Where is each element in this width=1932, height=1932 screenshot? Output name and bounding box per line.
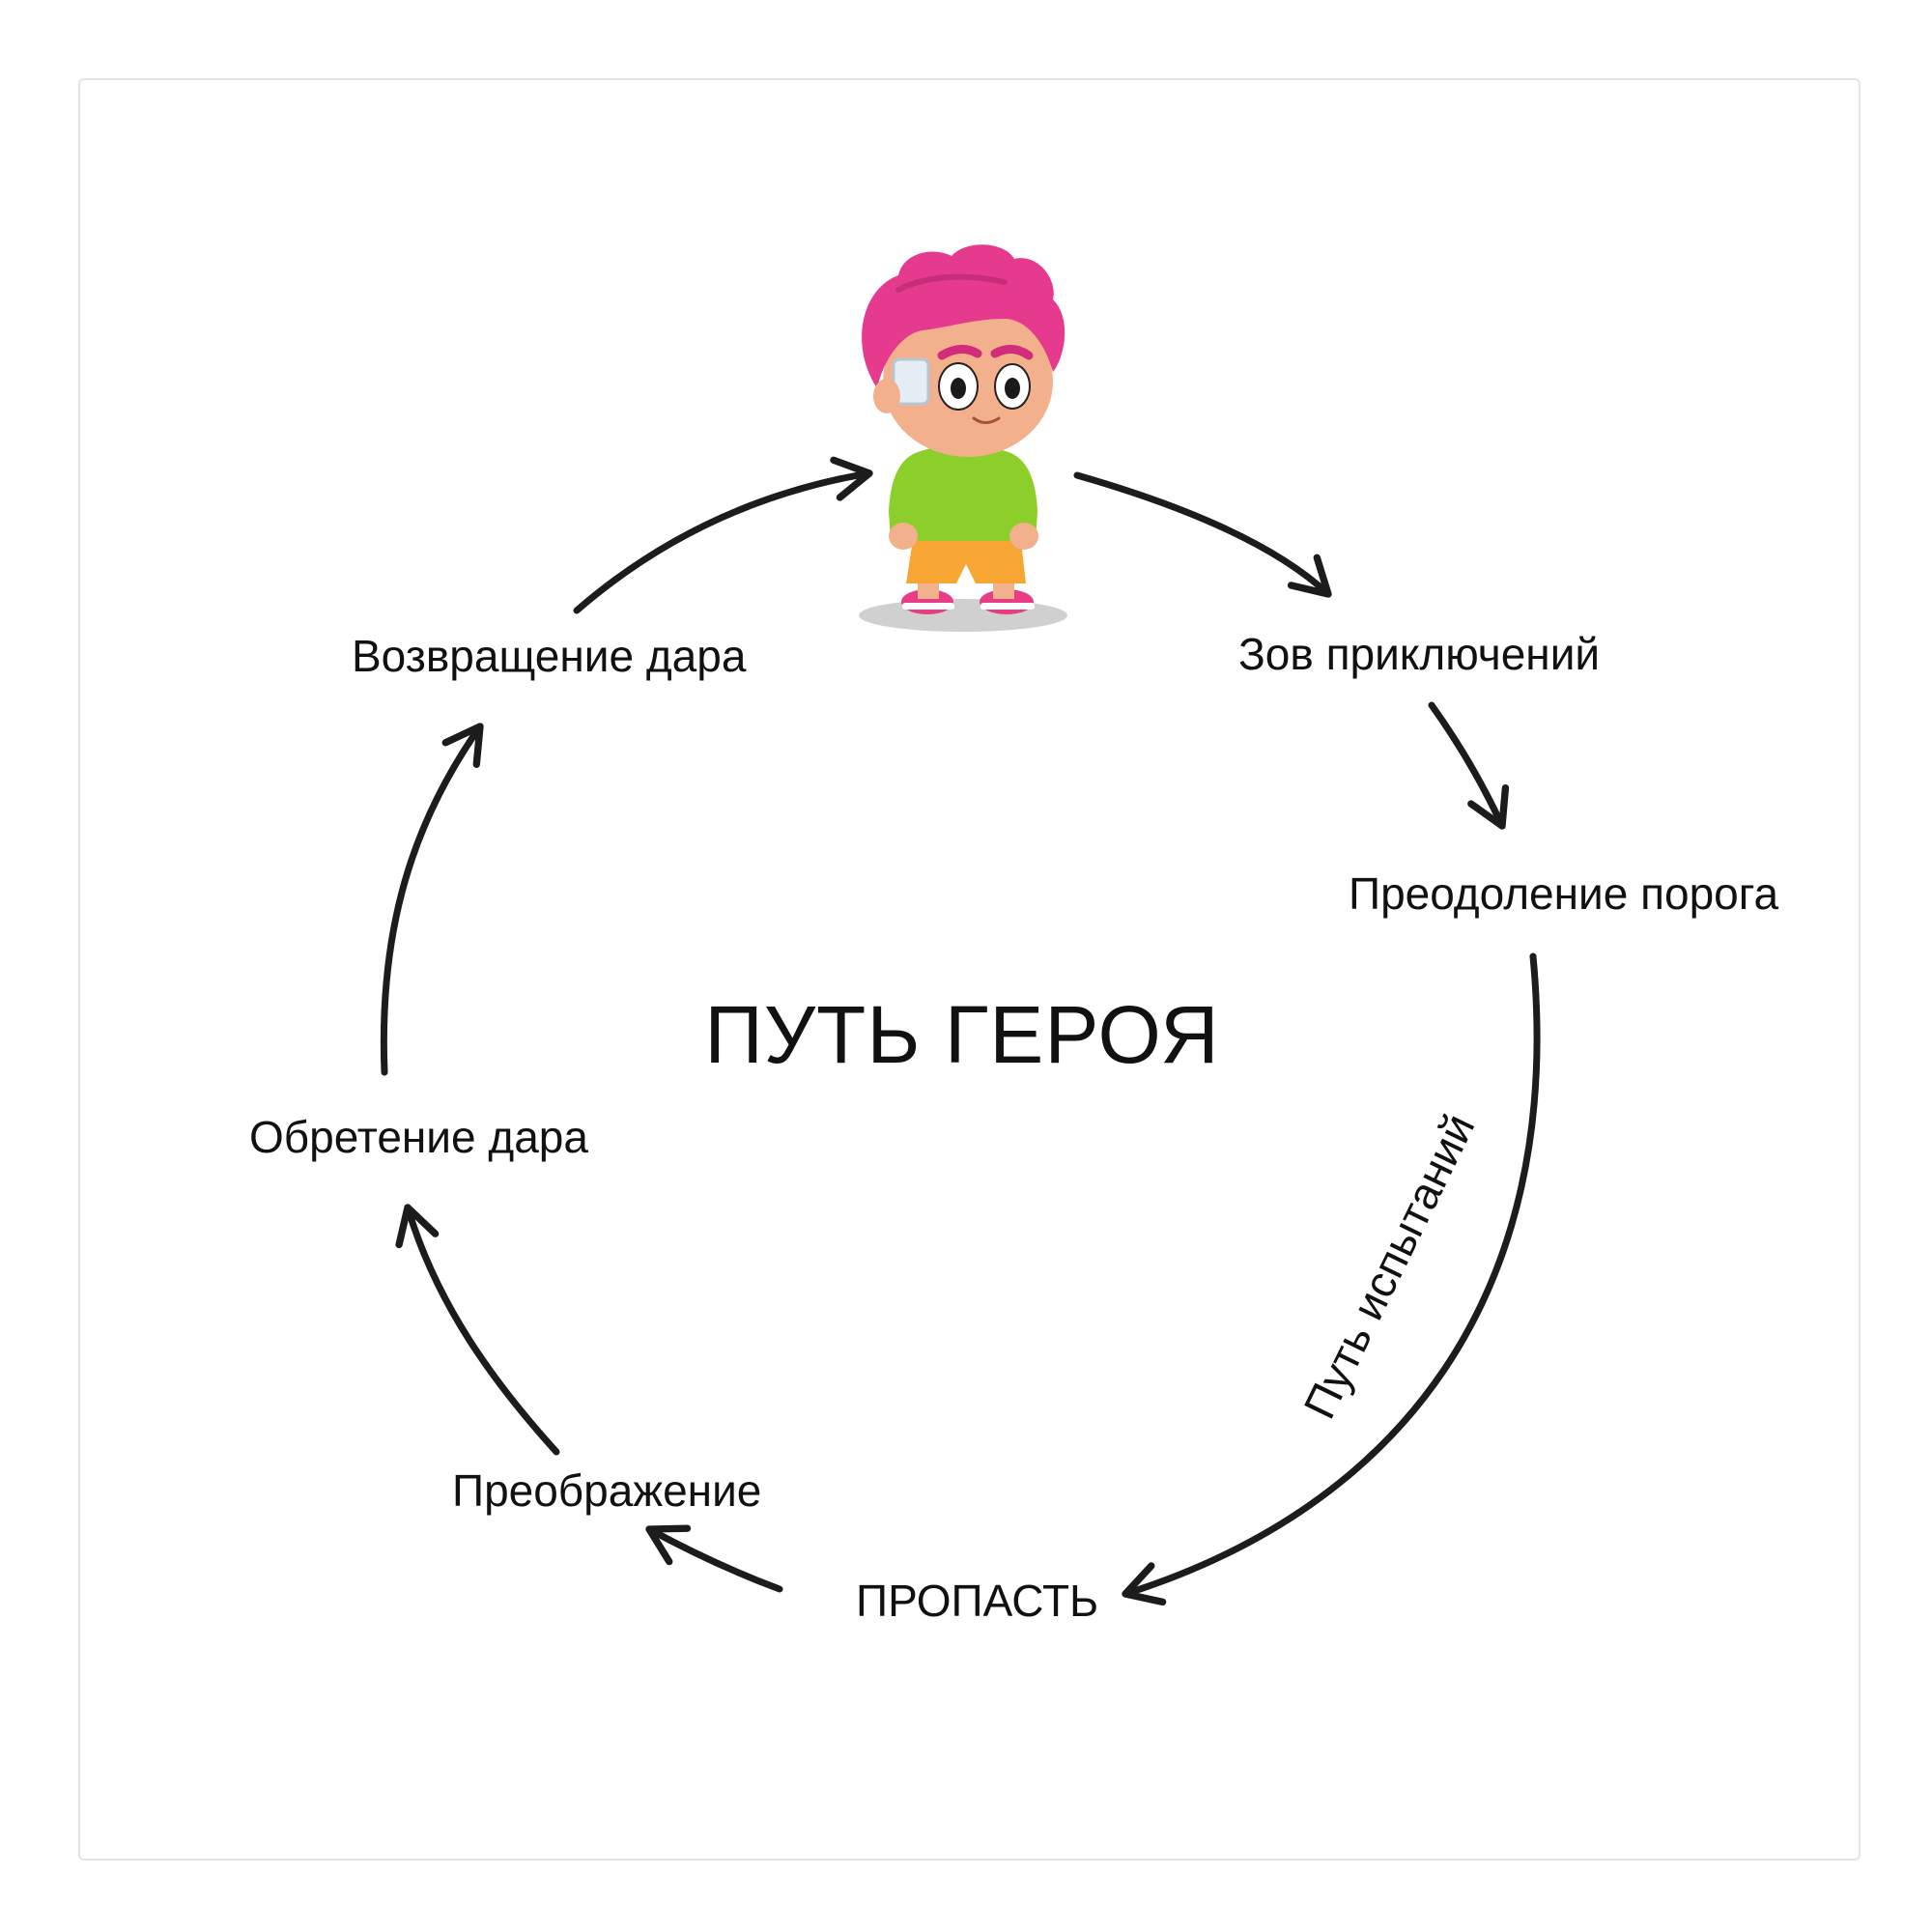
arrow-return-to-hero [573,456,873,614]
stage-label-gaining-gift: Обретение дара [249,1112,588,1162]
stage-label-transformation: Преображение [452,1465,761,1516]
diagram-title: ПУТЬ ГЕРОЯ [704,989,1219,1080]
stage-label-returning-gift: Возвращение дара [352,631,747,681]
stage-label-abyss: ПРОПАСТЬ [856,1576,1098,1626]
arrow-transformation-to-gift [395,1204,560,1456]
arrow-abyss-to-transformation [645,1524,783,1593]
cartoon-hero-boy-icon [859,244,1067,632]
arrow-call-to-threshold [1428,701,1510,830]
arrow-hero-to-call [1073,471,1332,598]
stage-label-road-of-trials: Путь испытаний [1293,1106,1484,1427]
arrow-threshold-to-abyss [1122,952,1541,1606]
stage-label-call-to-adventure: Зов приключений [1238,629,1600,679]
arrow-gift-to-return [380,723,484,1076]
stage-label-crossing-threshold: Преодоление порога [1349,868,1779,919]
